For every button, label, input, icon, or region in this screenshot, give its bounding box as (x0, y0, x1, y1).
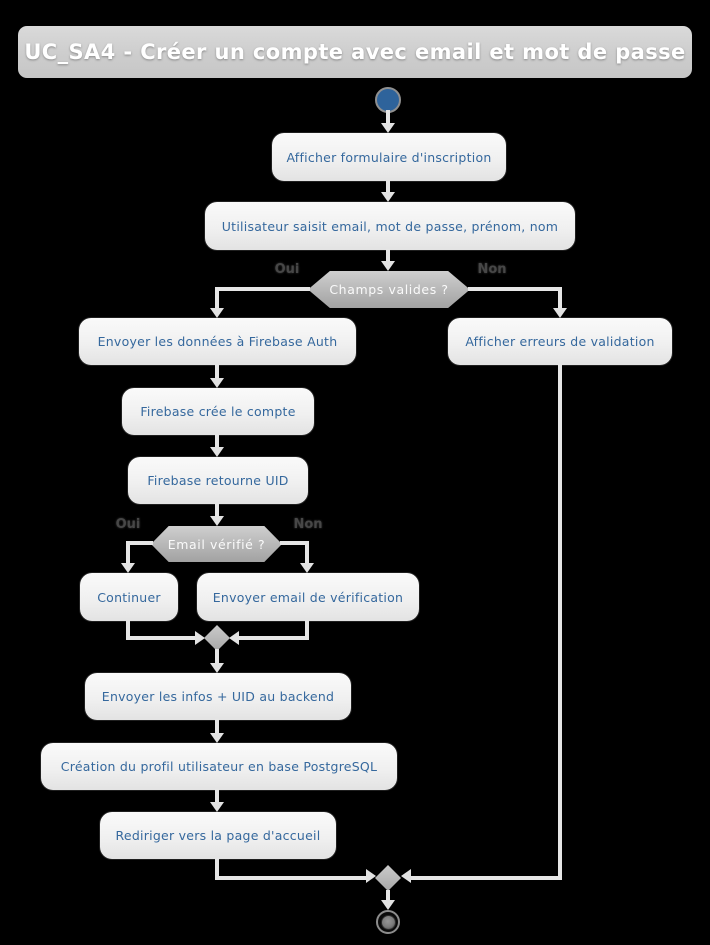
end-node-core (380, 914, 396, 930)
activity-rediriger-accueil: Rediriger vers la page d'accueil (100, 812, 336, 859)
edge (386, 180, 390, 194)
activity-continuer: Continuer (80, 573, 178, 621)
branch-label-oui: Oui (115, 517, 141, 532)
diagram-title: UC_SA4 - Créer un compte avec email et m… (18, 26, 692, 78)
decision-champs-valides: Champs valides ? (308, 271, 470, 308)
edge (386, 110, 390, 125)
edge (215, 789, 219, 804)
decision-email-verifie: Email vérifié ? (151, 526, 282, 562)
edge (386, 890, 390, 902)
activity-envoyer-donnees-firebase: Envoyer les données à Firebase Auth (79, 318, 356, 365)
edge (305, 620, 309, 640)
arrow-down-icon (210, 663, 224, 673)
edge (386, 249, 390, 263)
activity-creation-profil-postgresql: Création du profil utilisateur en base P… (41, 743, 397, 790)
edge (215, 287, 219, 309)
branch-label-oui: Oui (274, 262, 300, 277)
edge (215, 858, 219, 880)
merge-diamond (375, 865, 401, 891)
edge (305, 541, 309, 564)
edge (215, 649, 219, 665)
arrow-down-icon (300, 563, 314, 573)
arrow-left-icon (229, 631, 239, 645)
arrow-down-icon (210, 516, 224, 526)
branch-label-non: Non (293, 517, 323, 532)
arrow-down-icon (210, 733, 224, 743)
branch-label-non: Non (477, 262, 507, 277)
arrow-down-icon (210, 802, 224, 812)
arrow-down-icon (553, 308, 567, 318)
edge (468, 287, 562, 291)
merge-diamond (204, 625, 230, 651)
edge (558, 364, 562, 880)
activity-afficher-formulaire: Afficher formulaire d'inscription (272, 133, 506, 181)
arrow-down-icon (121, 563, 135, 573)
arrow-left-icon (401, 869, 411, 883)
arrow-down-icon (210, 308, 224, 318)
edge (126, 541, 153, 545)
edge (215, 719, 219, 735)
edge (558, 287, 562, 309)
activity-firebase-retourne-uid: Firebase retourne UID (128, 457, 308, 504)
edge (239, 636, 309, 640)
edge (215, 287, 310, 291)
arrow-down-icon (381, 123, 395, 133)
activity-firebase-cree-compte: Firebase crée le compte (122, 388, 314, 435)
arrow-right-icon (366, 869, 376, 883)
edge (215, 876, 367, 880)
edge (126, 636, 196, 640)
edge (280, 541, 309, 545)
activity-saisie-utilisateur: Utilisateur saisit email, mot de passe, … (205, 202, 575, 250)
edge (126, 620, 130, 640)
arrow-right-icon (195, 631, 205, 645)
activity-envoyer-infos-backend: Envoyer les infos + UID au backend (85, 673, 351, 720)
edge (215, 364, 219, 380)
activity-envoyer-email-verification: Envoyer email de vérification (197, 573, 419, 621)
end-node (376, 910, 400, 934)
edge (126, 541, 130, 564)
arrow-down-icon (381, 261, 395, 271)
arrow-down-icon (381, 900, 395, 910)
edge (411, 876, 562, 880)
arrow-down-icon (210, 447, 224, 457)
arrow-down-icon (210, 378, 224, 388)
edge (215, 434, 219, 449)
arrow-down-icon (381, 192, 395, 202)
activity-afficher-erreurs: Afficher erreurs de validation (448, 318, 672, 365)
edge (215, 503, 219, 518)
